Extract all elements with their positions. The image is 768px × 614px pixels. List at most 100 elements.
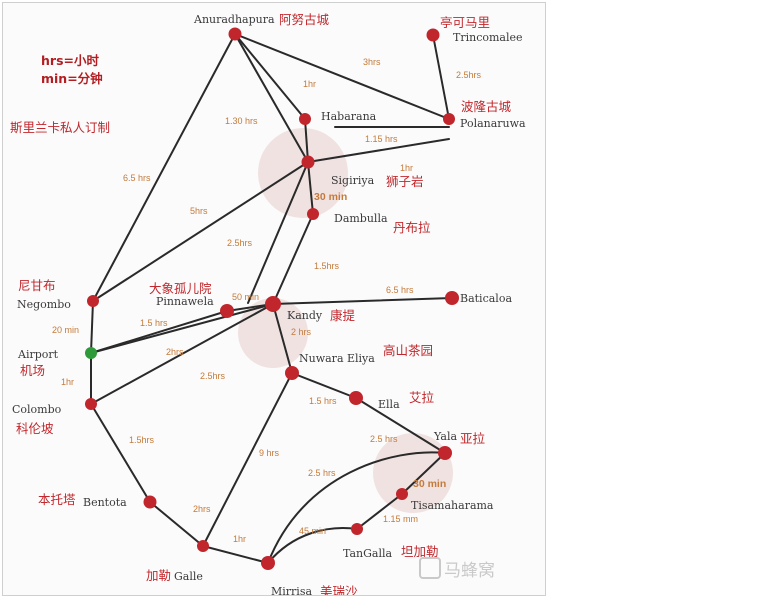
time-airport-colombo: 1hr — [61, 377, 74, 387]
label-polonnaruwa-en: Polanaruwa — [460, 117, 526, 130]
label-tisa-en: Tisamaharama — [411, 499, 494, 512]
label-kandy-cn: 康提 — [330, 308, 356, 323]
route-pinnawela-sigiriya — [247, 161, 309, 304]
node-yala[interactable] — [438, 446, 452, 460]
route-kandy-nuwara — [272, 303, 293, 374]
route-galle-mirrisa — [202, 545, 269, 564]
legend-hrs: hrs=小时 — [41, 53, 99, 68]
route-colombo-kandy — [90, 303, 274, 405]
node-habarana[interactable] — [299, 113, 311, 125]
label-polonnaruwa-cn: 波隆古城 — [461, 99, 512, 114]
route-yala-tisa — [401, 452, 446, 495]
label-tangalla-en: TanGalla — [343, 547, 393, 560]
label-negombo-cn: 尼甘布 — [18, 278, 56, 293]
node-colombo[interactable] — [85, 398, 97, 410]
label-mirrisa-cn: 美瑞沙 — [320, 584, 358, 595]
node-bentota[interactable] — [143, 495, 157, 509]
time-galle-mirrisa: 1hr — [233, 534, 246, 544]
label-trincomalee-cn: 亭可马里 — [440, 15, 490, 30]
time-kandy-nuwara: 2 hrs — [291, 327, 312, 337]
route-map: 6.5 hrs 1.30 hrs 1hr 3hrs 2.5hrs 1.15 hr… — [10, 12, 526, 595]
route-colombo-bentota — [90, 403, 151, 503]
route-habarana-sigiriya — [304, 118, 309, 163]
route-anuradhapura-habarana — [234, 33, 306, 120]
custom-tour-note: 斯里兰卡私人订制 — [10, 120, 110, 135]
label-ella-en: Ella — [378, 398, 400, 411]
label-pinnawela-en: Pinnawela — [156, 295, 214, 308]
label-habarana-en: Habarana — [321, 110, 377, 123]
node-ella[interactable] — [349, 391, 363, 405]
label-dambulla-en: Dambulla — [334, 212, 388, 225]
route-airport-kandy — [90, 303, 274, 354]
node-trincomalee[interactable] — [426, 28, 440, 42]
node-baticaloa[interactable] — [445, 291, 459, 305]
node-airport[interactable] — [85, 347, 97, 359]
route-dambulla-kandy — [272, 213, 314, 305]
node-pinnawela[interactable] — [220, 304, 234, 318]
node-negombo[interactable] — [87, 295, 99, 307]
label-colombo-en: Colombo — [12, 403, 62, 416]
route-sigiriya-dambulla — [307, 161, 314, 215]
route-anuradhapura-sigiriya — [234, 33, 309, 163]
node-polonnaruwa[interactable] — [443, 113, 455, 125]
route-mirrisa-tangalla — [267, 527, 358, 564]
time-ella-yala: 2.5 hrs — [370, 434, 398, 444]
node-sigiriya[interactable] — [301, 155, 315, 169]
route-ella-yala — [355, 397, 446, 454]
route-negombo-sigiriya — [92, 161, 309, 302]
time-yala-tisa: 30 min — [413, 478, 446, 490]
map-frame: 6.5 hrs 1.30 hrs 1hr 3hrs 2.5hrs 1.15 hr… — [2, 2, 546, 596]
node-kandy[interactable] — [265, 296, 281, 312]
node-dambulla[interactable] — [307, 208, 319, 220]
label-bentota-cn: 本托塔 — [38, 492, 76, 507]
time-nuwara-galle: 9 hrs — [259, 448, 280, 458]
route-negombo-airport — [90, 300, 94, 354]
label-sigiriya-cn: 狮子岩 — [386, 174, 424, 189]
route-anuradhapura-polonnaruwa — [234, 33, 450, 120]
label-sigiriya-en: Sigiriya — [331, 174, 375, 187]
time-nuwara-ella: 1.5 hrs — [309, 396, 337, 406]
time-airport-pinnawela: 1.5 hrs — [140, 318, 168, 328]
node-anuradhapura[interactable] — [228, 27, 242, 41]
time-airport-kandy: 2hrs — [166, 347, 184, 357]
label-baticaloa-en: Baticaloa — [460, 292, 512, 305]
watermark-text: 马蜂窝 — [444, 561, 495, 581]
label-tangalla-cn: 坦加勒 — [401, 544, 439, 559]
route-anuradhapura-negombo — [92, 33, 236, 302]
time-trincomalee-polonnaruwa: 2.5hrs — [456, 70, 482, 80]
time-sigiriya-dambulla: 30 min — [314, 191, 347, 203]
label-kandy-en: Kandy — [287, 309, 323, 322]
label-trincomalee-en: Trincomalee — [453, 31, 523, 44]
time-colombo-kandy: 2.5hrs — [200, 371, 226, 381]
label-airport-en: Airport — [17, 348, 59, 361]
label-galle-cn: 加勒 — [146, 568, 171, 583]
label-airport-cn: 机场 — [20, 363, 45, 378]
label-colombo-cn: 科伦坡 — [16, 421, 54, 436]
label-anuradhapura-cn: 阿努古城 — [279, 12, 330, 27]
time-negombo-sigiriya: 5hrs — [190, 206, 208, 216]
time-anuradhapura-sigiriya: 1.30 hrs — [225, 116, 258, 126]
label-bentota-en: Bentota — [83, 496, 127, 509]
time-habarana-polonnaruwa: 1.15 hrs — [365, 134, 398, 144]
node-mirrisa[interactable] — [261, 556, 275, 570]
time-dambulla-kandy: 1.5hrs — [314, 261, 340, 271]
route-kandy-baticaloa — [272, 297, 453, 305]
time-pinnawela-sigiriya: 2.5hrs — [227, 238, 253, 248]
time-negombo-airport: 20 min — [52, 325, 79, 335]
watermark-logo-icon — [419, 557, 441, 579]
time-mirrisa-yala: 2.5 hrs — [308, 468, 336, 478]
node-nuwara-eliya[interactable] — [285, 366, 299, 380]
time-sigiriya-polonnaruwa: 1hr — [400, 163, 413, 173]
time-tangalla-tisa: 1.15 mm — [383, 514, 418, 524]
route-sigiriya-polonnaruwa — [307, 138, 450, 163]
label-mirrisa-en: Mirrisa — [271, 585, 312, 595]
node-galle[interactable] — [197, 540, 209, 552]
label-nuwara-cn: 高山茶园 — [383, 343, 433, 358]
label-negombo-en: Negombo — [17, 298, 71, 311]
label-yala-cn: 亚拉 — [460, 431, 486, 446]
node-tangalla[interactable] — [351, 523, 363, 535]
label-nuwara-en: Nuwara Eliya — [299, 352, 375, 365]
node-tisamaharama[interactable] — [396, 488, 408, 500]
label-dambulla-cn: 丹布拉 — [393, 220, 431, 235]
time-mirrisa-tangalla: 45 min — [299, 526, 326, 536]
